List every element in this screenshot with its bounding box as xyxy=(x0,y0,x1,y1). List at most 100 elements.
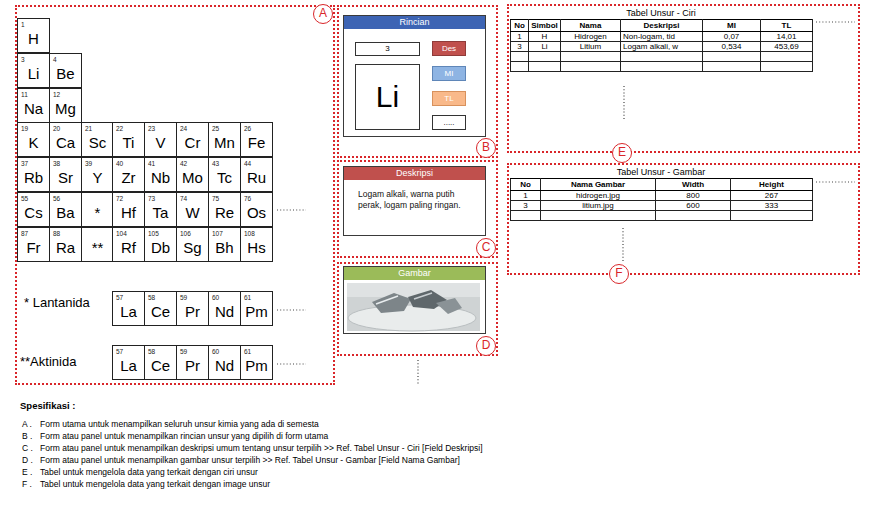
display-box: Li xyxy=(355,64,420,130)
label-slot: E . xyxy=(22,467,32,478)
element-symbol: H xyxy=(18,29,49,49)
element-cell: 43Tc xyxy=(208,157,241,192)
column-heading: TL xyxy=(763,20,810,31)
callout-letter: B xyxy=(476,138,496,158)
column-heading: Simbol xyxy=(531,20,558,31)
atomic-number: 4 xyxy=(50,54,81,64)
element-symbol: Fr xyxy=(18,238,49,258)
cell-value: 0,534 xyxy=(705,42,758,51)
element-cell: 44Ru xyxy=(240,157,273,192)
table-title: Tabel Unsur - Gambar xyxy=(510,166,812,178)
atomic-number: 38 xyxy=(50,158,81,168)
element-symbol: La xyxy=(113,302,144,322)
data-table-box: Tabel Unsur - CiriNoSimbolNamaDeskripsiM… xyxy=(510,7,812,83)
element-cell: 88Ra xyxy=(49,227,82,262)
column-heading: MI xyxy=(705,20,758,31)
table-header-cell: Height xyxy=(731,179,813,191)
cell-value: 267 xyxy=(733,191,810,200)
element-cell: 12Mg xyxy=(49,88,82,123)
atomic-number: 3 xyxy=(18,54,49,64)
element-cell: 107Bh xyxy=(208,227,241,262)
atomic-number: 73 xyxy=(145,193,176,203)
element-cell: 87Fr xyxy=(17,227,50,262)
element-symbol: Sr xyxy=(50,168,81,188)
atomic-number: 88 xyxy=(50,228,81,238)
series-label: * Lantanida xyxy=(24,295,90,311)
table-cell: Logam alkali, w xyxy=(621,42,703,52)
data-table: NoSimbolNamaDeskripsiMITL1HHidrogenNon-l… xyxy=(510,19,813,72)
element-symbol: Pm xyxy=(241,302,272,322)
element-symbol: Hf xyxy=(113,203,144,223)
column-heading: Height xyxy=(733,179,810,190)
column-heading: Width xyxy=(658,179,728,190)
table-header-cell: No xyxy=(511,20,529,32)
form-window: Rincian3DesMITL.....Li xyxy=(343,15,486,137)
button-label: Des xyxy=(433,42,465,55)
element-symbol: Ca xyxy=(50,133,81,153)
table-cell xyxy=(621,62,703,72)
element-cell: 24Cr xyxy=(176,122,209,157)
table-header-cell: Simbol xyxy=(529,20,561,32)
dotted-region: ETabel Unsur - CiriNoSimbolNamaDeskripsi… xyxy=(507,4,860,153)
spec-text: Tabel untuk mengelola data yang terkait … xyxy=(40,467,258,478)
element-symbol: La xyxy=(113,356,144,376)
label-slot: **Aktinida xyxy=(20,354,76,370)
table-header-cell: No xyxy=(511,179,541,191)
cell-value: Li xyxy=(531,42,558,51)
spec-letter: B . xyxy=(22,431,32,442)
table-cell xyxy=(529,52,561,62)
atomic-number: 60 xyxy=(209,292,240,302)
table-body: NoNama GambarWidthHeight1hidrogen.jpg800… xyxy=(511,179,813,221)
table-cell xyxy=(656,211,731,221)
dotted-leader xyxy=(622,228,623,262)
atomic-number: 37 xyxy=(18,158,49,168)
element-cell: 60Nd xyxy=(208,291,241,326)
table-cell: Litium xyxy=(561,42,621,52)
dotted-region: A1H3Li4Be11Na12Mg19K20Ca21Sc22Ti23V24Cr2… xyxy=(15,5,335,385)
element-symbol: Cs xyxy=(18,203,49,223)
table-cell xyxy=(541,211,656,221)
dotted-region: CDeskripsiLogam alkali, warna putih pera… xyxy=(337,160,498,258)
element-cell: 57La xyxy=(112,345,145,380)
element-cell: 40Zr xyxy=(112,157,145,192)
element-symbol: K xyxy=(18,133,49,153)
dotted-leader xyxy=(417,360,418,384)
atomic-number: 25 xyxy=(209,123,240,133)
element-symbol: Be xyxy=(50,64,81,84)
element-symbol: Re xyxy=(209,203,240,223)
cell-value: Non-logam, tid xyxy=(623,32,700,41)
element-cell: 42Mo xyxy=(176,157,209,192)
table-header-cell: Deskripsi xyxy=(621,20,703,32)
spec-text: Form atau panel untuk menampilkan deskri… xyxy=(40,443,483,454)
element-symbol: Db xyxy=(145,238,176,258)
label-slot: Form atau panel untuk menampilkan deskri… xyxy=(40,443,483,454)
element-symbol: Os xyxy=(241,203,272,223)
cell-value: 3 xyxy=(513,201,538,210)
atomic-number: 57 xyxy=(113,292,144,302)
element-symbol: Bh xyxy=(209,238,240,258)
element-symbol: Mo xyxy=(177,168,208,188)
form-button: Des xyxy=(432,41,466,56)
spec-letter: A . xyxy=(22,419,32,430)
element-cell: 55Cs xyxy=(17,192,50,227)
element-symbol: Pr xyxy=(177,356,208,376)
dotted-leaders xyxy=(277,22,855,384)
element-cell: 106Sg xyxy=(176,227,209,262)
atomic-number: 60 xyxy=(209,346,240,356)
element-cell: 104Rf xyxy=(112,227,145,262)
form-button: TL xyxy=(432,91,466,106)
atomic-number: 105 xyxy=(145,228,176,238)
spec-letter: F . xyxy=(22,479,32,490)
spec-text: Form atau panel untuk menampilkan gambar… xyxy=(40,455,460,466)
element-cell: 105Db xyxy=(144,227,177,262)
element-symbol: Ce xyxy=(145,302,176,322)
atomic-number: 26 xyxy=(241,123,272,133)
series-label: **Aktinida xyxy=(20,354,76,370)
label-slot: * Lantanida xyxy=(24,295,90,311)
table-cell xyxy=(761,52,813,62)
element-cell: 38Sr xyxy=(49,157,82,192)
element-cell: 73Ta xyxy=(144,192,177,227)
spec-text: Form atau panel untuk menampilkan rincia… xyxy=(40,431,328,442)
cell-value: 14,01 xyxy=(763,32,810,41)
element-symbol: Na xyxy=(18,99,49,119)
